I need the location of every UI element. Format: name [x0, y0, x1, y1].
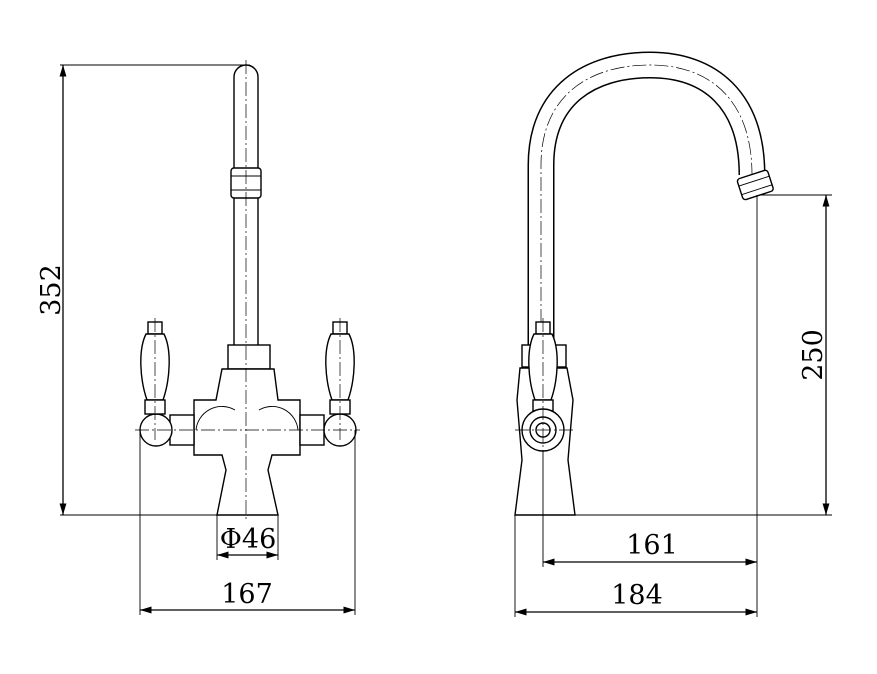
side-view: 250 161 184	[514, 51, 832, 617]
front-right-handle	[325, 321, 355, 415]
spout-reach-dimension-label: 161	[626, 530, 678, 561]
front-collar	[227, 344, 271, 370]
side-aerator	[736, 169, 774, 201]
spout-height-dimension-label: 250	[798, 329, 829, 381]
width-dimension-label: 167	[221, 579, 273, 610]
front-body	[193, 368, 301, 516]
base-diameter-dimension-label: Φ46	[220, 524, 277, 555]
front-view: 352 Φ46 167	[36, 60, 360, 615]
overall-depth-dimension-label: 184	[611, 580, 663, 611]
height-dimension-label: 352	[36, 264, 67, 316]
side-gooseneck-spout	[527, 51, 766, 346]
